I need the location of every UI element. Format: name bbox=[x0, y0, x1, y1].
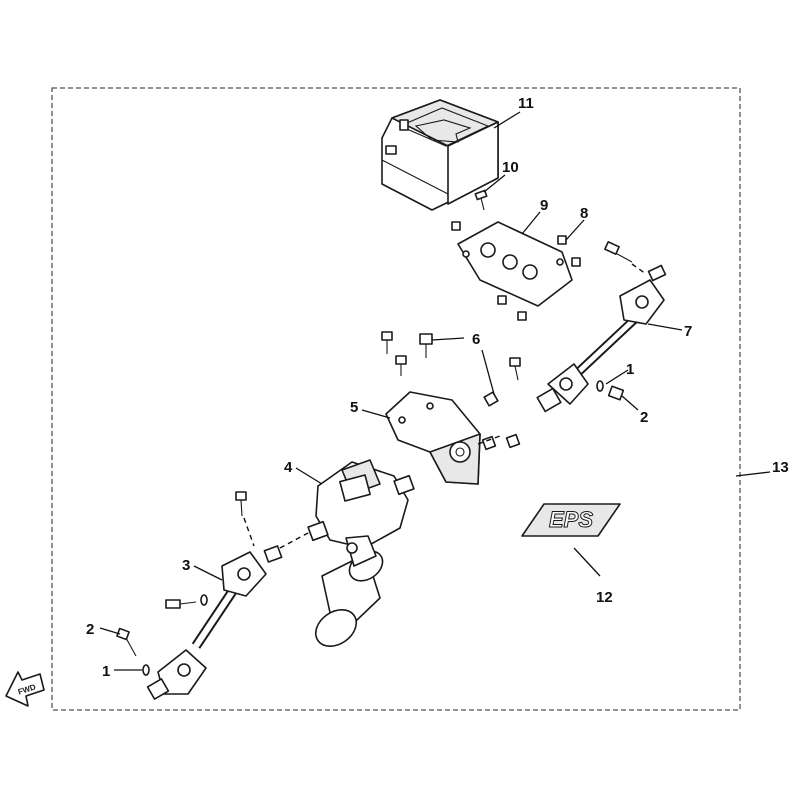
callout-1-upper: 1 bbox=[626, 361, 634, 378]
callout-12: 12 bbox=[596, 589, 613, 606]
callout-2-upper: 2 bbox=[640, 409, 648, 426]
fwd-arrow-icon: FWD bbox=[5, 671, 45, 707]
callout-6: 6 bbox=[472, 331, 480, 348]
part-7-upper-shaft bbox=[536, 241, 667, 413]
part-8-nuts bbox=[451, 221, 581, 321]
part-3-lower-shaft bbox=[146, 531, 311, 700]
part-9-bracket bbox=[457, 221, 573, 307]
callout-11: 11 bbox=[518, 95, 534, 112]
part-3-hardware bbox=[116, 491, 255, 676]
part-6-bolts bbox=[381, 331, 521, 407]
part-4-eps-unit bbox=[307, 459, 415, 647]
callout-1-lower: 1 bbox=[102, 663, 110, 680]
callout-7: 7 bbox=[684, 323, 692, 340]
part-12-eps-emblem: EPS bbox=[521, 503, 621, 537]
part-1-2-hardware-upper bbox=[596, 380, 625, 401]
part-10-bolt bbox=[474, 189, 488, 211]
assembly-frame bbox=[51, 87, 741, 711]
callout-5: 5 bbox=[350, 399, 358, 416]
leader-lines bbox=[99, 111, 771, 671]
callout-2-lower: 2 bbox=[86, 621, 94, 638]
emblem-text: EPS bbox=[549, 507, 593, 532]
callout-8: 8 bbox=[580, 205, 588, 222]
callout-3: 3 bbox=[182, 557, 190, 574]
part-5-column-bracket bbox=[385, 391, 481, 485]
callout-10: 10 bbox=[502, 159, 519, 176]
part-11-control-unit bbox=[381, 99, 499, 211]
callout-9: 9 bbox=[540, 197, 548, 214]
callout-13: 13 bbox=[772, 459, 789, 476]
callout-4: 4 bbox=[284, 459, 293, 476]
part-5-nuts bbox=[477, 433, 521, 451]
